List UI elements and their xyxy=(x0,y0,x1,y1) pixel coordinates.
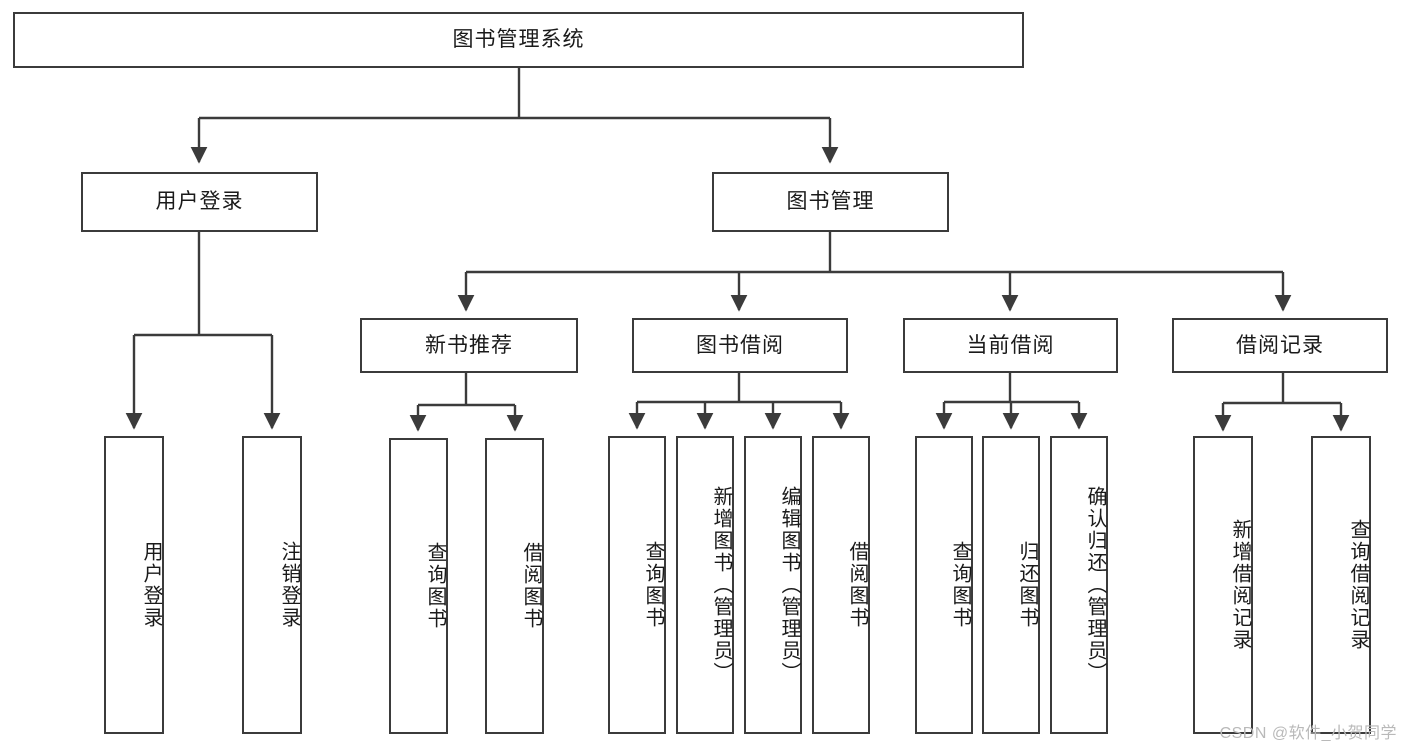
leaf-query-book-recommend[interactable]: 查询图书 xyxy=(389,438,448,734)
leaf-label: 查询借阅记录 xyxy=(1347,519,1369,651)
leaf-label: 借阅图书 xyxy=(520,542,542,630)
csdn-watermark: CSDN @软件_小贺同学 xyxy=(1219,725,1397,742)
leaf-label: 编辑图书（管理员） xyxy=(778,486,800,684)
leaf-label: 查询图书 xyxy=(642,541,664,629)
leaf-borrow-book[interactable]: 借阅图书 xyxy=(812,436,870,734)
leaf-label: 用户登录 xyxy=(140,541,162,629)
leaf-add-book[interactable]: 新增图书（管理员） xyxy=(676,436,734,734)
leaf-borrow-book-recommend[interactable]: 借阅图书 xyxy=(485,438,544,734)
node-current-borrow[interactable]: 当前借阅 xyxy=(903,318,1118,373)
leaf-query-book-borrow[interactable]: 查询图书 xyxy=(608,436,666,734)
node-book-manage[interactable]: 图书管理 xyxy=(712,172,949,232)
leaf-edit-book[interactable]: 编辑图书（管理员） xyxy=(744,436,802,734)
leaf-query-borrow-record[interactable]: 查询借阅记录 xyxy=(1311,436,1371,734)
leaf-query-book-current[interactable]: 查询图书 xyxy=(915,436,973,734)
leaf-label: 新增借阅记录 xyxy=(1229,519,1251,651)
leaf-confirm-return[interactable]: 确认归还（管理员） xyxy=(1050,436,1108,734)
leaf-logout-login[interactable]: 注销登录 xyxy=(242,436,302,734)
leaf-user-login[interactable]: 用户登录 xyxy=(104,436,164,734)
leaf-label: 归还图书 xyxy=(1016,541,1038,629)
leaf-label: 查询图书 xyxy=(424,542,446,630)
node-new-book-recommend[interactable]: 新书推荐 xyxy=(360,318,578,373)
leaf-add-borrow-record[interactable]: 新增借阅记录 xyxy=(1193,436,1253,734)
leaf-label: 确认归还（管理员） xyxy=(1084,486,1106,684)
node-book-borrow[interactable]: 图书借阅 xyxy=(632,318,848,373)
leaf-label: 注销登录 xyxy=(278,541,300,629)
node-borrow-record[interactable]: 借阅记录 xyxy=(1172,318,1388,373)
node-root-system[interactable]: 图书管理系统 xyxy=(13,12,1024,68)
node-user-login[interactable]: 用户登录 xyxy=(81,172,318,232)
leaf-label: 查询图书 xyxy=(949,541,971,629)
leaf-label: 借阅图书 xyxy=(846,541,868,629)
leaf-return-book[interactable]: 归还图书 xyxy=(982,436,1040,734)
leaf-label: 新增图书（管理员） xyxy=(710,486,732,684)
